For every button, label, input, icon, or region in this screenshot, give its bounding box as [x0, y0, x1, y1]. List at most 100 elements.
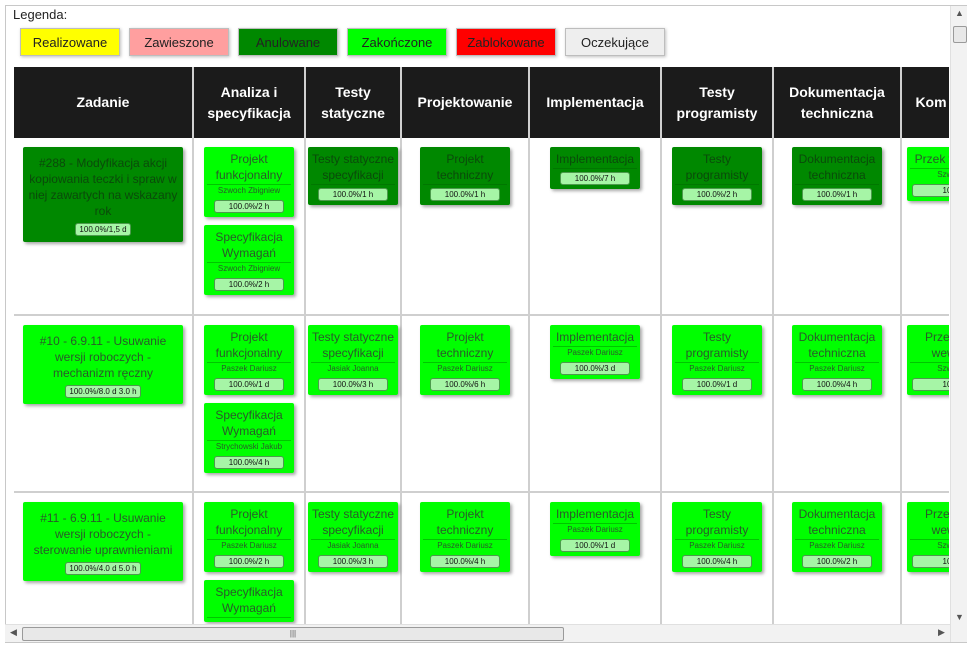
- subtask-progress: 100.0%/4 h: [682, 555, 752, 568]
- subtask-progress: 10: [912, 378, 949, 391]
- subtask-progress: 100.0%/4 h: [214, 456, 284, 469]
- subtask-card[interactable]: Przek wewnSzwo 10: [907, 147, 949, 201]
- scroll-right-arrow-icon[interactable]: ▶: [938, 627, 945, 637]
- subtask-title: Specyfikacja Wymagań: [215, 408, 283, 438]
- subtask-assignee: Strychowski Jakub: [207, 440, 291, 453]
- task-title: #10 - 6.9.11 - Usuwanie wersji roboczych…: [39, 334, 167, 380]
- subtask-title: Testy programisty: [685, 507, 749, 537]
- task-card[interactable]: #10 - 6.9.11 - Usuwanie wersji roboczych…: [23, 325, 183, 404]
- task-title: #11 - 6.9.11 - Usuwanie wersji roboczych…: [33, 511, 173, 557]
- subtask-assignee: [553, 168, 637, 169]
- subtask-assignee: Paszek Dariusz: [207, 362, 291, 375]
- subtask-assignee: Jasiak Joanna: [311, 539, 395, 552]
- subtask-progress: 100.0%/2 h: [214, 278, 284, 291]
- column-header-1: Analiza i specyfikacja: [194, 67, 306, 138]
- subtask-assignee: Szwo: [910, 168, 949, 181]
- subtask-progress: 100.0%/2 h: [214, 200, 284, 213]
- task-progress: 100.0%/4.0 d 5.0 h: [65, 562, 141, 575]
- subtask-title: Testy statyczne specyfikacji: [311, 330, 395, 360]
- horizontal-scrollbar[interactable]: ◀ ||| ▶: [5, 624, 950, 642]
- horizontal-scroll-thumb[interactable]: |||: [22, 627, 564, 641]
- subtask-assignee: Paszek Dariusz: [675, 362, 759, 375]
- subtask-card[interactable]: Implementacja 100.0%/7 h: [550, 147, 640, 189]
- subtask-title: Przek te wewn: [924, 330, 949, 360]
- table-row: #10 - 6.9.11 - Usuwanie wersji roboczych…: [14, 316, 949, 493]
- legend-item-realizowane: Realizowane: [20, 28, 120, 56]
- task-card[interactable]: #288 - Modyfikacja akcji kopiowania tecz…: [23, 147, 183, 242]
- legend-item-anulowane: Anulowane: [238, 28, 338, 56]
- subtask-progress: 100.0%/1 h: [802, 188, 872, 201]
- subtask-title: Specyfikacja Wymagań: [215, 585, 283, 615]
- task-card[interactable]: #11 - 6.9.11 - Usuwanie wersji roboczych…: [23, 502, 183, 581]
- subtask-title: Testy programisty: [685, 330, 749, 360]
- vertical-scroll-thumb[interactable]: [953, 26, 967, 43]
- subtask-progress: 100.0%/2 h: [682, 188, 752, 201]
- legend-item-zablokowane: Zablokowane: [456, 28, 556, 56]
- legend-item-zawieszone: Zawieszone: [129, 28, 229, 56]
- scroll-down-arrow-icon[interactable]: ▼: [955, 612, 964, 622]
- stage-cell: Przek te wewnSzwo10: [902, 316, 949, 491]
- subtask-assignee: Paszek Dariusz: [207, 539, 291, 552]
- scroll-left-arrow-icon[interactable]: ◀: [10, 627, 17, 637]
- subtask-progress: 100.0%/2 h: [802, 555, 872, 568]
- subtask-progress: 10: [912, 184, 949, 197]
- column-header-0: Zadanie: [14, 67, 194, 138]
- subtask-progress: 100.0%/7 h: [560, 172, 630, 185]
- subtask-title: Przek wewn: [914, 152, 949, 166]
- subtask-assignee: Paszek Dariusz: [423, 362, 507, 375]
- subtask-card[interactable]: Specyfikacja Wymagań: [204, 580, 294, 622]
- subtask-progress: 100.0%/1 d: [560, 539, 630, 552]
- subtask-card[interactable]: Przek te wewnSzwo10: [907, 502, 949, 572]
- subtask-assignee: [207, 617, 291, 618]
- subtask-assignee: Jasiak Joanna: [311, 362, 395, 375]
- subtask-assignee: Paszek Dariusz: [553, 523, 637, 536]
- scroll-up-arrow-icon[interactable]: ▲: [955, 8, 964, 18]
- subtask-assignee: Szwoch Zbigniew: [207, 184, 291, 197]
- subtask-assignee: [795, 184, 879, 185]
- subtask-title: Projekt funkcjonalny: [215, 507, 283, 537]
- subtask-title: Implementacja: [555, 330, 635, 344]
- subtask-title: Projekt techniczny: [436, 507, 494, 537]
- column-header-4: Implementacja: [530, 67, 662, 138]
- task-progress: 100.0%/1,5 d: [75, 223, 131, 236]
- subtask-title: Projekt techniczny: [436, 330, 494, 360]
- column-header-2: Testy statyczne: [306, 67, 402, 138]
- subtask-assignee: Paszek Dariusz: [795, 362, 879, 375]
- subtask-title: Implementacja: [555, 152, 635, 166]
- subtask-card[interactable]: Przek te wewnSzwo10: [907, 325, 949, 395]
- subtask-title: Projekt funkcjonalny: [215, 152, 283, 182]
- vertical-scrollbar[interactable]: ▲ ▼: [950, 6, 967, 642]
- legend: Realizowane Zawieszone Anulowane Zakończ…: [20, 28, 665, 56]
- task-progress: 100.0%/8.0 d 3.0 h: [65, 385, 141, 398]
- subtask-assignee: Paszek Dariusz: [553, 346, 637, 359]
